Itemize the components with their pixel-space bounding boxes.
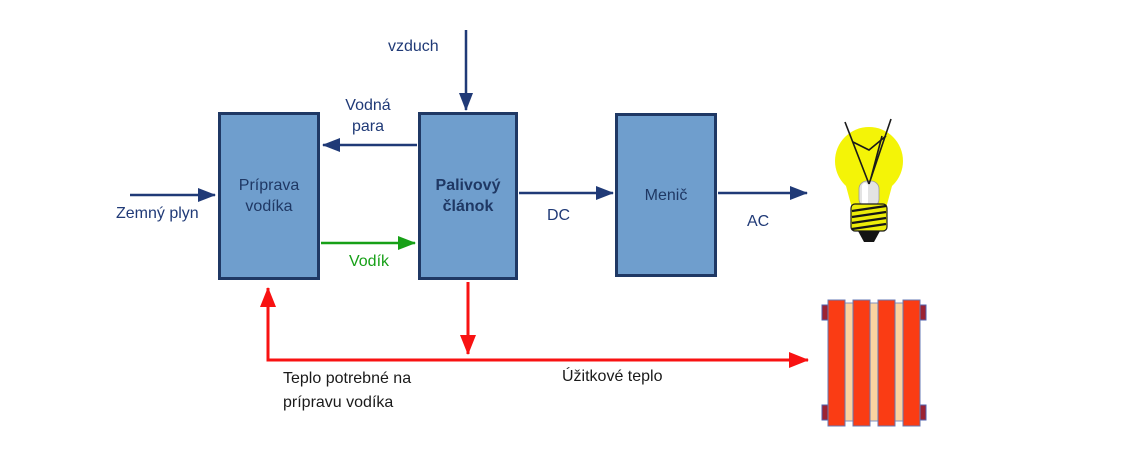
- bulb-stem-highlight: [862, 183, 868, 205]
- label-uzitkove-teplo: Úžitkové teplo: [562, 368, 663, 385]
- bulb-contact-cap: [858, 231, 880, 242]
- box-palivovy-clanok: Palivový článok: [418, 112, 518, 280]
- radiator-bar: [877, 299, 896, 427]
- label-ac: AC: [747, 213, 770, 230]
- label-vodna-para: Vodná para: [345, 97, 391, 135]
- label-vodik: Vodík: [348, 253, 390, 270]
- radiator-bar: [852, 299, 871, 427]
- label-zemny-plyn: Zemný plyn: [116, 205, 199, 222]
- box-priprava-vodika-label: Príprava vodíka: [238, 177, 300, 215]
- radiator-bar: [902, 299, 921, 427]
- box-priprava-vodika: Príprava vodíka: [218, 112, 320, 280]
- bulb-screw-threads: [851, 204, 887, 231]
- label-vzduch: vzduch: [388, 38, 439, 55]
- light-bulb-icon: [835, 118, 903, 242]
- box-palivovy-clanok-label: Palivový článok: [435, 177, 501, 215]
- bulb-glass: [835, 127, 903, 195]
- bulb-filament: [844, 118, 892, 185]
- radiator-bar: [827, 299, 846, 427]
- box-menic-label: Menič: [644, 186, 688, 204]
- radiator-icon: [821, 299, 927, 427]
- label-dc: DC: [547, 207, 571, 224]
- label-teplo-potrebne: Teplo potrebné na prípravu vodíka: [283, 370, 412, 411]
- box-menic: Menič: [615, 113, 717, 277]
